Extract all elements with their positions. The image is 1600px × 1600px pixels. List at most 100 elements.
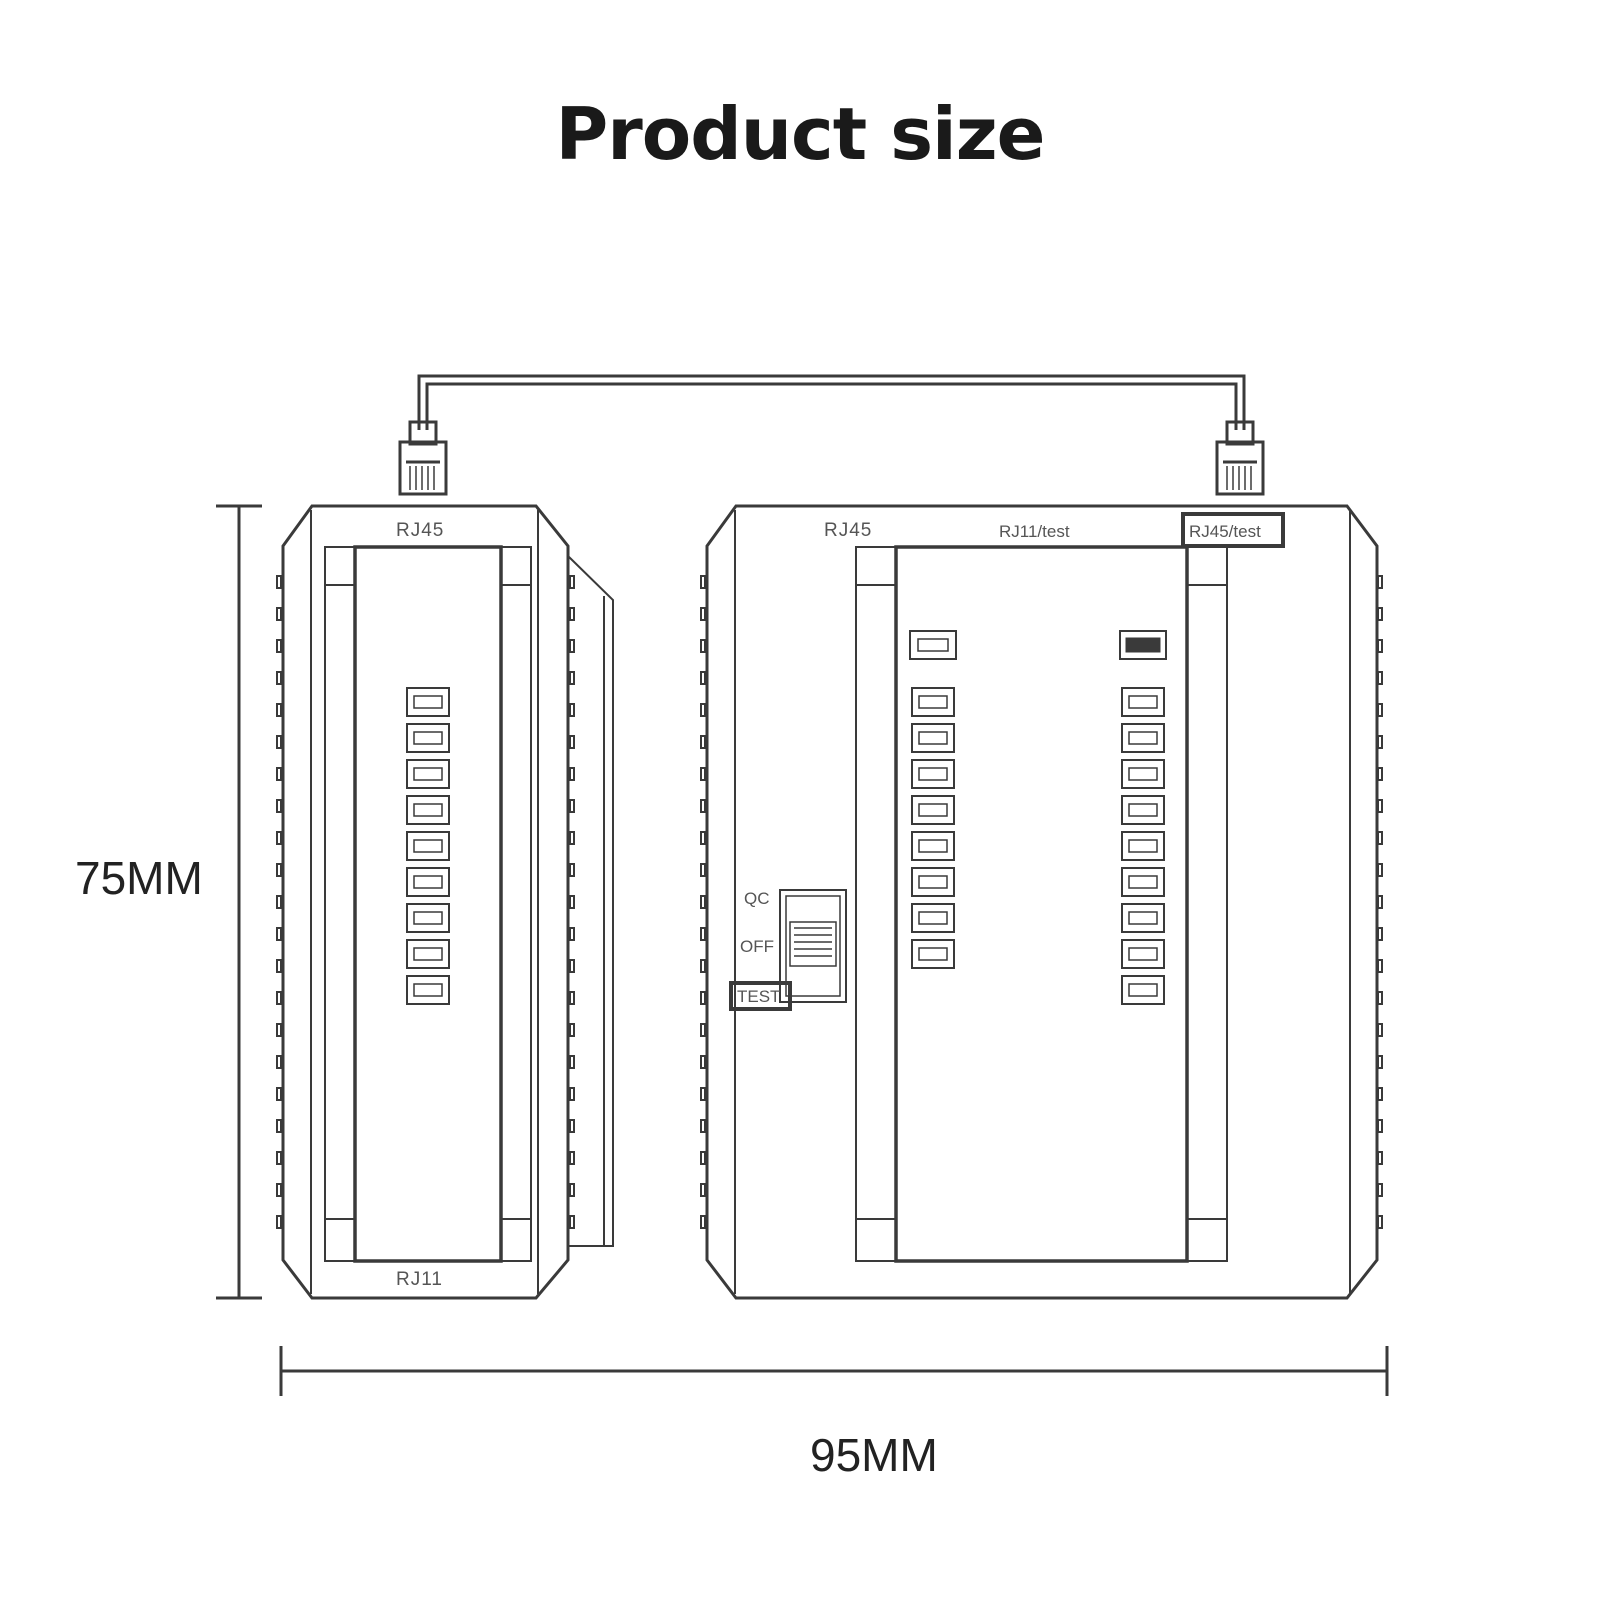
rj45-test-port-highlight [1181, 512, 1285, 548]
grip-bump [1377, 959, 1383, 973]
grip-bump [700, 607, 706, 621]
grip-bump [276, 671, 282, 685]
led-indicator [911, 795, 955, 825]
grip-bump [276, 1023, 282, 1037]
grip-bump [700, 671, 706, 685]
grip-bump [276, 1119, 282, 1133]
power-led-indicator [1125, 637, 1161, 653]
switch-off-label: OFF [740, 937, 774, 956]
led-indicator [406, 939, 450, 969]
led-lens [918, 695, 948, 709]
led-indicator [406, 867, 450, 897]
grip-bump [569, 991, 575, 1005]
grip-bump [1377, 671, 1383, 685]
grip-bump [1377, 735, 1383, 749]
grip-bump [276, 575, 282, 589]
grip-bump [700, 927, 706, 941]
main-led-column-left [911, 687, 955, 969]
led-indicator [1121, 903, 1165, 933]
led-indicator [406, 723, 450, 753]
led-lens [413, 911, 443, 925]
grip-bump [700, 1151, 706, 1165]
grip-bump [569, 671, 575, 685]
led-lens [918, 911, 948, 925]
led-indicator [911, 831, 955, 861]
switch-qc-label: QC [744, 889, 770, 908]
grip-bump [569, 1119, 575, 1133]
grip-bump [1377, 1183, 1383, 1197]
grip-bumps [276, 575, 1383, 1229]
led-lens [918, 767, 948, 781]
grip-bump [1377, 1055, 1383, 1069]
grip-bump [1377, 799, 1383, 813]
led-indicator [911, 867, 955, 897]
led-lens [918, 875, 948, 889]
grip-bump [700, 895, 706, 909]
grip-bump [1377, 831, 1383, 845]
rj45-plug-left-icon [398, 420, 448, 496]
grip-bump [700, 1023, 706, 1037]
grip-bump [276, 607, 282, 621]
grip-bump [700, 639, 706, 653]
grip-bump [700, 863, 706, 877]
led-lens [1128, 947, 1158, 961]
grip-bump [1377, 703, 1383, 717]
led-lens [1128, 731, 1158, 745]
led-indicator [911, 723, 955, 753]
grip-bump [1377, 575, 1383, 589]
grip-bump [700, 799, 706, 813]
led-indicator [911, 903, 955, 933]
led-indicator [911, 939, 955, 969]
grip-bump [569, 735, 575, 749]
grip-bump [700, 735, 706, 749]
grip-bump [1377, 927, 1383, 941]
grip-bump [569, 831, 575, 845]
led-indicator [1121, 867, 1165, 897]
led-lens [1128, 911, 1158, 925]
grip-bump [276, 1055, 282, 1069]
main-rj45-label: RJ45 [824, 520, 872, 541]
led-lens [413, 875, 443, 889]
grip-bump [569, 639, 575, 653]
grip-bump [1377, 1087, 1383, 1101]
led-lens [1128, 839, 1158, 853]
width-dimension-line [279, 1346, 1389, 1396]
height-dimension-line [216, 504, 262, 1300]
grip-bump [276, 831, 282, 845]
grip-bump [569, 799, 575, 813]
grip-bump [700, 703, 706, 717]
led-lens [413, 947, 443, 961]
led-lens [918, 731, 948, 745]
grip-bump [569, 927, 575, 941]
grip-bump [276, 735, 282, 749]
grip-bump [276, 1215, 282, 1229]
grip-bump [276, 927, 282, 941]
led-lens [413, 695, 443, 709]
grip-bump [700, 1183, 706, 1197]
led-lens [918, 947, 948, 961]
grip-bump [1377, 1023, 1383, 1037]
led-indicator [911, 759, 955, 789]
led-indicator [406, 831, 450, 861]
grip-bump [700, 575, 706, 589]
led-lens [1128, 767, 1158, 781]
grip-bump [569, 1055, 575, 1069]
width-label: 95MM [810, 1429, 938, 1481]
rj45-plug-right-icon [1215, 420, 1265, 496]
grip-bump [700, 767, 706, 781]
grip-bump [569, 1183, 575, 1197]
remote-rj11-label: RJ11 [396, 1269, 443, 1290]
grip-bump [276, 959, 282, 973]
grip-bump [569, 1215, 575, 1229]
grip-bump [276, 703, 282, 717]
led-lens [1128, 875, 1158, 889]
led-indicator [406, 795, 450, 825]
grip-bump [276, 767, 282, 781]
led-lens [918, 803, 948, 817]
led-lens [413, 983, 443, 997]
grip-bump [700, 991, 706, 1005]
cable [417, 374, 1246, 430]
grip-bump [569, 703, 575, 717]
led-lens [413, 803, 443, 817]
grip-bump [276, 639, 282, 653]
